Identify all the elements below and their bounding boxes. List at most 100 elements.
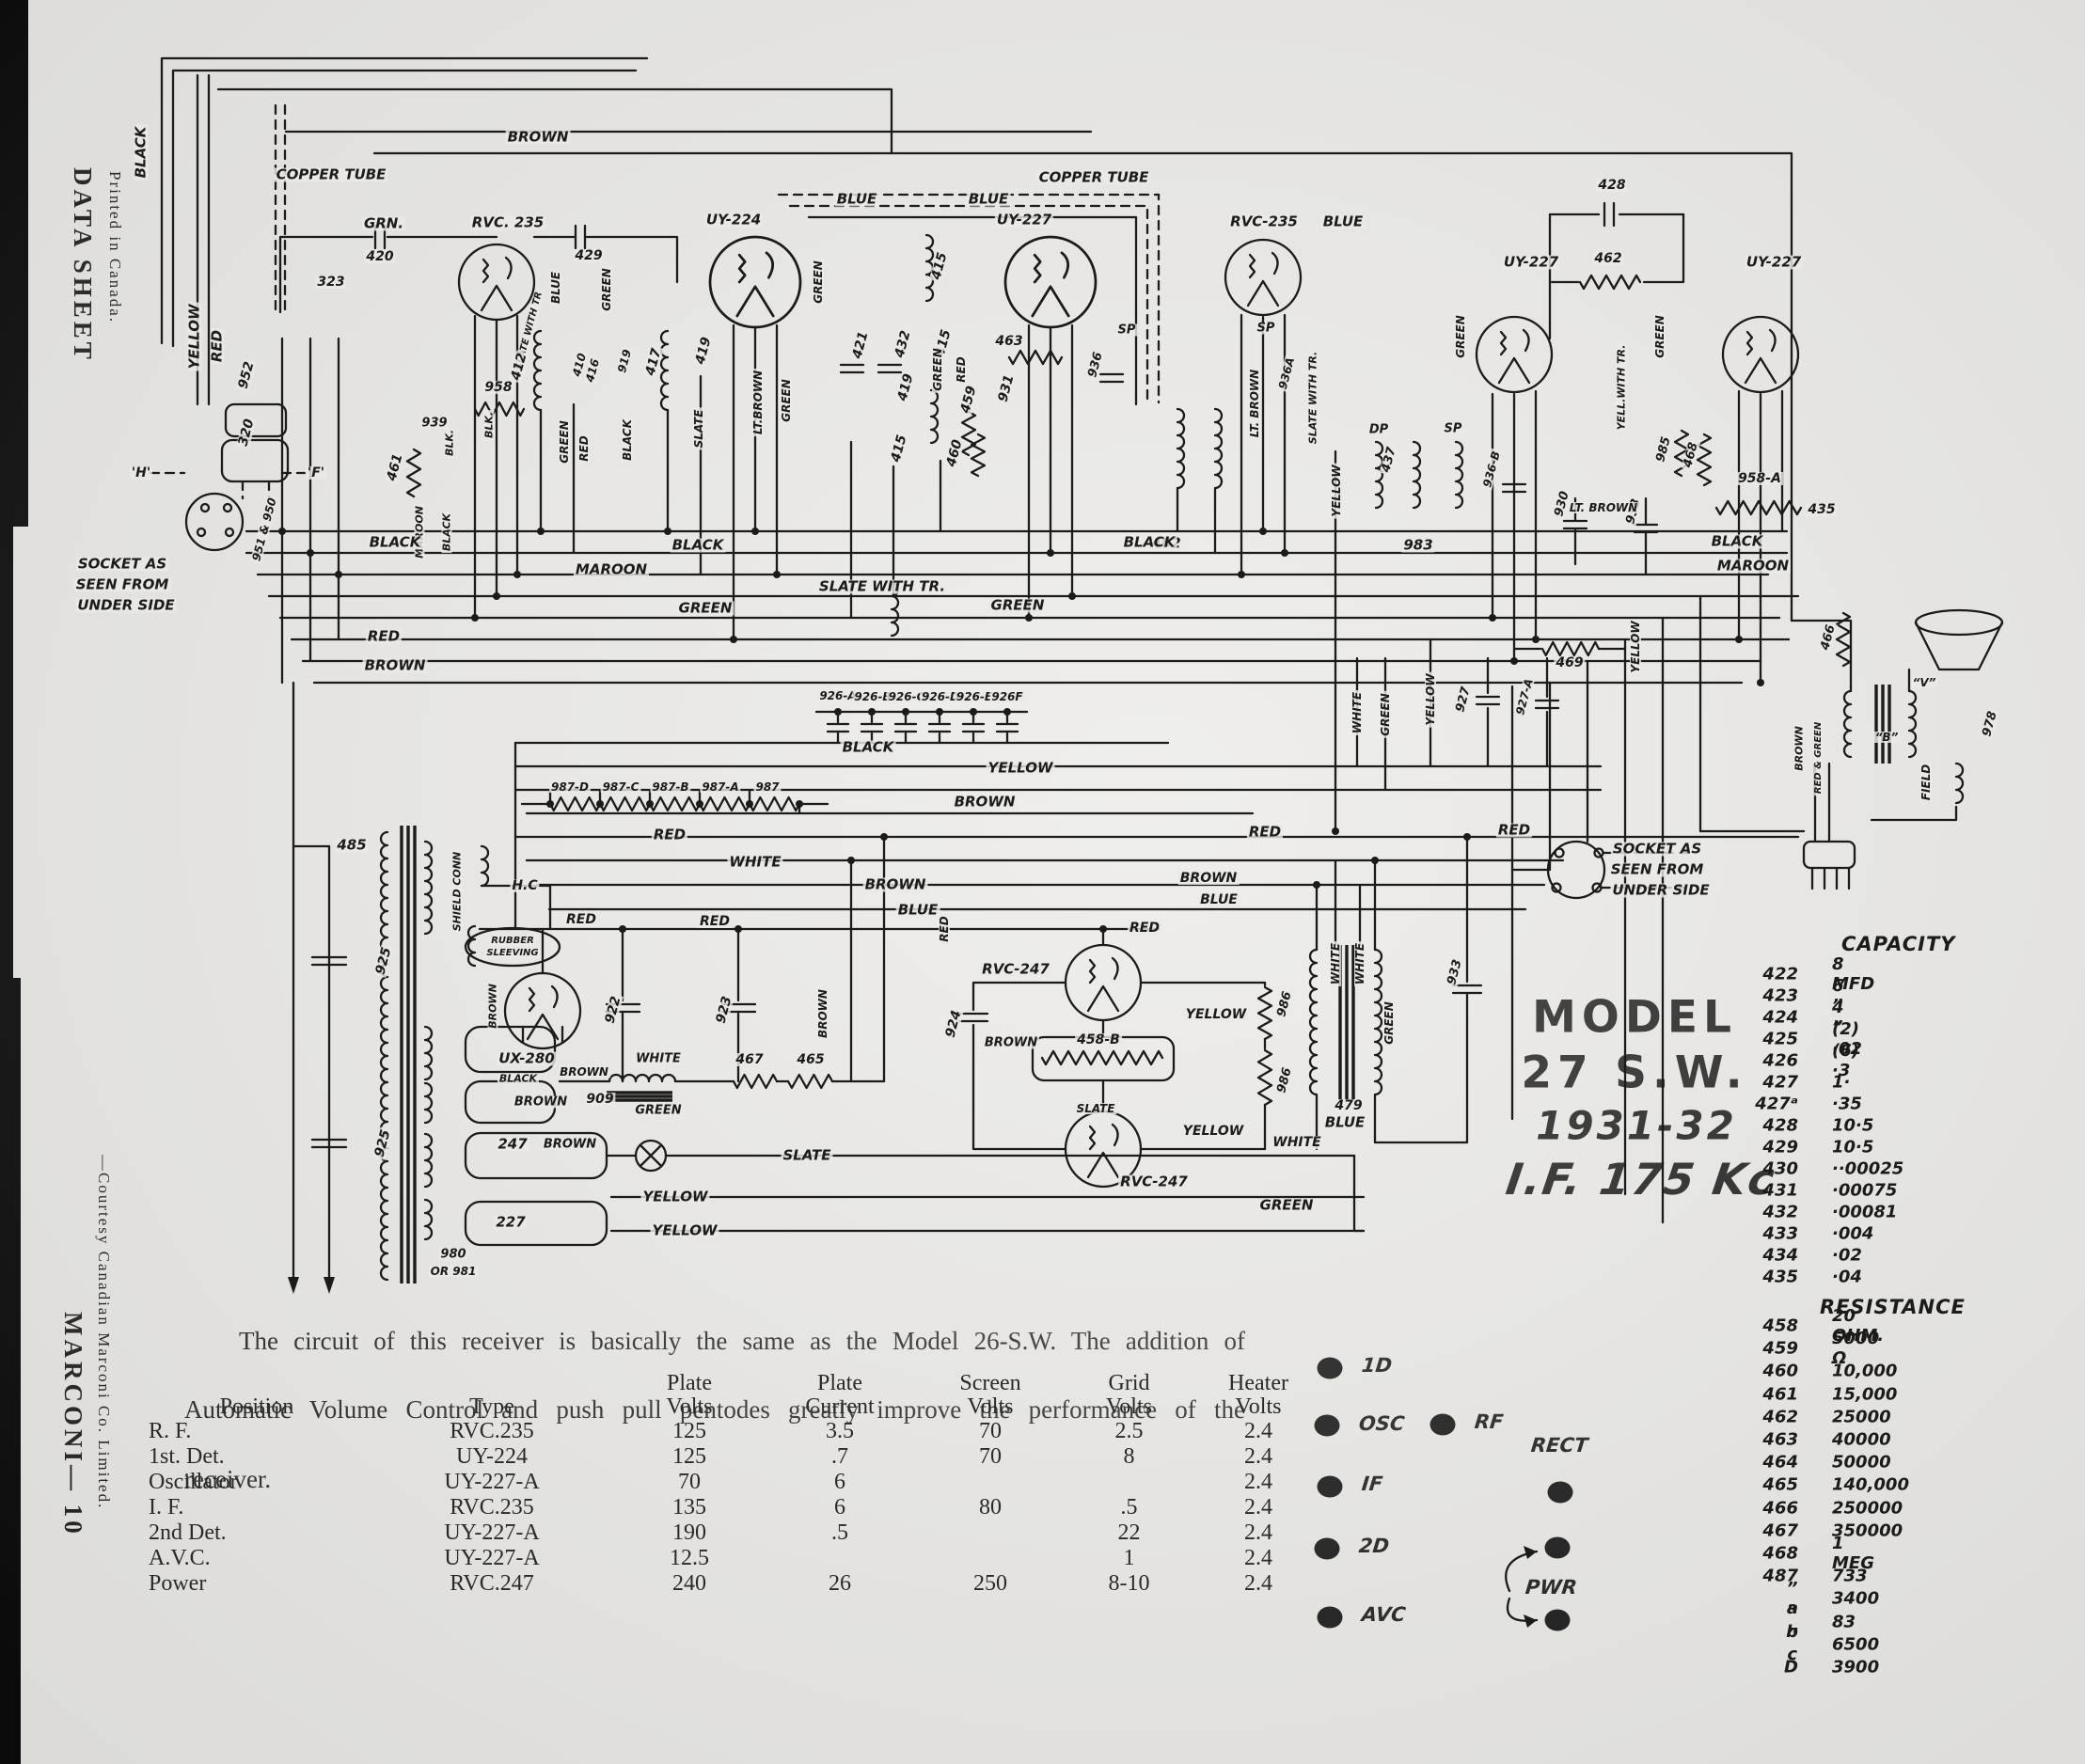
part-number: 432 [1762, 1202, 1798, 1222]
tube-value: 2.4 [1244, 1546, 1272, 1570]
wire-label: 958-A [1736, 471, 1783, 486]
wire-label: BROWN [982, 1035, 1040, 1050]
wire-label: 485 [335, 836, 369, 854]
part-number: 431 [1762, 1180, 1798, 1201]
wire-label: SLATE [781, 1146, 833, 1164]
tube-value: 6 [834, 1495, 845, 1520]
tubes [457, 235, 1800, 1189]
wire-label: UNDER SIDE [1610, 881, 1712, 899]
wire-label: COPPER TUBE [274, 165, 388, 183]
wire-label: MAROON [413, 504, 426, 560]
wire-label: RED [955, 354, 968, 385]
wire-label: BLUE [1320, 213, 1366, 230]
part-value: 350000 [1832, 1520, 1903, 1541]
part-number: 460 [1762, 1361, 1798, 1381]
film-edge-bottom-left [0, 978, 21, 1764]
wire-label: 462 [1592, 251, 1624, 266]
part-number: 487 [1762, 1566, 1798, 1586]
wire-label: 987-A [700, 780, 741, 794]
tube-value: 2.4 [1244, 1444, 1272, 1469]
pwr-arrows [1505, 1546, 1539, 1628]
wire-label: 909 [584, 1092, 616, 1107]
wire-label: 467 [734, 1052, 766, 1067]
tube-position: 1st. Det. [149, 1444, 225, 1469]
tube-location-dot [1317, 1606, 1343, 1629]
wire-label: 926-B [852, 690, 893, 703]
wire-label: 926F [989, 690, 1025, 703]
wire-label: 227 [494, 1213, 528, 1231]
wire-label: BLACK [1121, 533, 1177, 551]
part-value: 83 [1832, 1612, 1856, 1632]
part-number: 425 [1762, 1029, 1798, 1049]
wire-label: GREEN [1653, 313, 1666, 360]
wire-label: GREEN [558, 418, 571, 465]
wire-label: YELLOW [640, 1188, 710, 1205]
part-value: (6) ·3 [1832, 1041, 1859, 1080]
wire-label: YELLOW [1330, 463, 1343, 519]
wire-label: OR 981 [428, 1265, 479, 1278]
wire-label: YELLOW [1629, 619, 1642, 675]
tube-value: 135 [672, 1495, 706, 1520]
tube-value: 70 [678, 1470, 701, 1494]
wire-label: H.C [510, 878, 540, 893]
tube-position: Oscillator [149, 1470, 238, 1494]
wire-label: YELLOW [1180, 1124, 1246, 1139]
part-value: 6500 [1832, 1634, 1880, 1655]
wire-label: BLACK [621, 417, 634, 463]
tube-value: .5 [1120, 1495, 1138, 1520]
tube-value: 2.4 [1244, 1495, 1272, 1520]
tube-value: RVC.235 [450, 1419, 534, 1443]
tube-value: 190 [672, 1520, 706, 1545]
wire-label: RED [1128, 921, 1161, 936]
part-number: 464 [1762, 1452, 1798, 1473]
wire-label: 479 [1333, 1098, 1365, 1113]
marconi-sheet-number: MARCONI— 10 [59, 1312, 87, 1537]
wire-label: 983 [1401, 536, 1435, 554]
model-years: 1931-32 [1536, 1102, 1737, 1149]
wire-label: SLATE WITH TR. [1306, 349, 1319, 447]
wire-label: BROWN [816, 987, 829, 1040]
tube-value [920, 1546, 1061, 1571]
wire-label: LT. BROWN [1248, 367, 1261, 440]
part-value: 140,000 [1832, 1474, 1909, 1495]
part-value: 20 OHM. [1832, 1306, 1885, 1346]
part-number: 461 [1762, 1384, 1798, 1405]
table-header: Screen Volts [959, 1370, 1021, 1419]
wire-label: GREEN [600, 266, 613, 313]
wire-label: 926-C [886, 690, 927, 703]
wire-label: GREEN [633, 1103, 684, 1118]
table-header: Grid Volts [1106, 1370, 1152, 1419]
wire-label: GREEN [988, 596, 1047, 614]
wire-label: FIELD [1919, 762, 1933, 803]
tube-value: 2.4 [1244, 1419, 1272, 1443]
wire-label: BLK. [482, 409, 496, 441]
tube-location-dot [1314, 1537, 1340, 1560]
wire-label: YELLOW [1424, 671, 1437, 728]
capacity-list-title: CAPACITY [1841, 933, 1956, 955]
wire-label: GREEN [780, 377, 793, 424]
tube-location-dot [1429, 1413, 1456, 1436]
tube-value: 125 [672, 1444, 706, 1469]
wire-label: WHITE [727, 853, 783, 871]
tube-value [920, 1520, 1061, 1546]
resistance-list-title: RESISTANCE [1820, 1296, 1966, 1318]
wire-label: 469 [1554, 655, 1586, 670]
wire-label: RED [564, 912, 598, 927]
wire-label: RED [1495, 821, 1533, 839]
wire-label: WHITE [1351, 689, 1364, 736]
wall-plug-and-socket [149, 402, 307, 552]
tube-value [920, 1470, 1061, 1495]
tube-value: 26 [829, 1571, 851, 1596]
description-line: receiver. [184, 1464, 272, 1493]
tube-value: RVC.235 [450, 1495, 534, 1520]
tube-value: UY-227-A [444, 1520, 540, 1545]
wire-label: YELLOW [1183, 1007, 1249, 1022]
wire-label: 926-D [920, 690, 961, 703]
part-value: 1 MEG [1832, 1534, 1874, 1573]
wire-label: RUBBER [489, 936, 536, 946]
part-number: 428 [1762, 1115, 1798, 1136]
wire-label: 420 [364, 249, 396, 264]
926-capacitor-row [814, 710, 1029, 745]
wire-label: RED [365, 627, 403, 645]
